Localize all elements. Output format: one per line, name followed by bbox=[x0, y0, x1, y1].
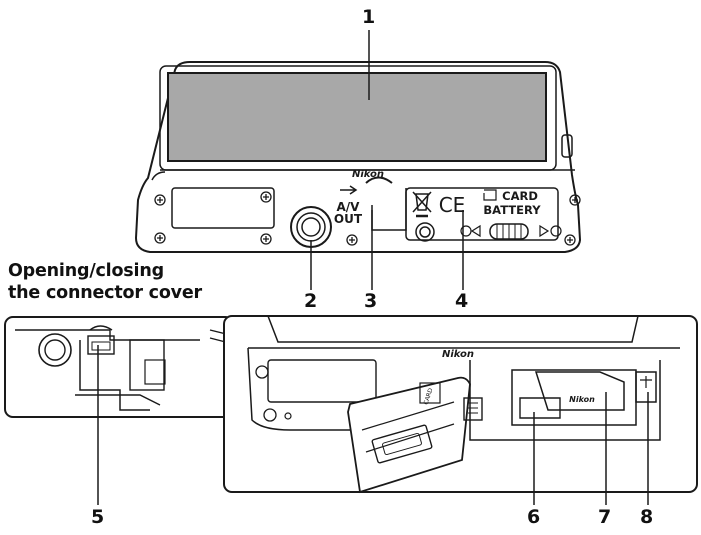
battery-chamber bbox=[511, 369, 637, 426]
battery-chamber-view bbox=[223, 315, 698, 505]
callout-3: 3 bbox=[364, 290, 378, 312]
screw-icons bbox=[154, 191, 581, 246]
recycle-badge-icon bbox=[415, 222, 435, 242]
callout-7: 7 bbox=[598, 506, 612, 528]
callout-6: 6 bbox=[527, 506, 541, 528]
caption-opening-closing: Opening/closing the connector cover bbox=[8, 260, 202, 304]
av-label-2: OUT bbox=[334, 212, 363, 226]
lcd-screen bbox=[167, 72, 547, 162]
recycle-bin-icon bbox=[412, 191, 432, 218]
callout-2: 2 bbox=[304, 290, 318, 312]
av-label-1: A/V bbox=[337, 200, 361, 214]
card-label: CARD bbox=[502, 189, 538, 203]
connector-inset-frame bbox=[4, 316, 234, 418]
caption-line-1: Opening/closing bbox=[8, 261, 164, 281]
callout-4: 4 bbox=[455, 290, 469, 312]
brand-logo-detail: Nikon bbox=[442, 349, 474, 360]
callout-1: 1 bbox=[362, 6, 376, 28]
brand-logo-battery: Nikon bbox=[569, 395, 595, 404]
battery-label: BATTERY bbox=[483, 203, 541, 217]
battery-latch bbox=[635, 371, 657, 403]
battery bbox=[534, 371, 625, 411]
connector-inset bbox=[4, 316, 234, 505]
memory-card-slot bbox=[519, 397, 561, 419]
battery-card-cover bbox=[405, 187, 559, 241]
callout-8: 8 bbox=[640, 506, 654, 528]
caption-line-2: the connector cover bbox=[8, 283, 202, 303]
usb-icon bbox=[340, 185, 358, 195]
camera-top-view bbox=[134, 30, 582, 290]
callout-5: 5 bbox=[91, 506, 105, 528]
card-icon bbox=[483, 189, 497, 201]
ce-mark: CE bbox=[439, 193, 466, 217]
left-panel bbox=[171, 187, 275, 229]
brand-logo-top: Nikon bbox=[352, 169, 384, 180]
